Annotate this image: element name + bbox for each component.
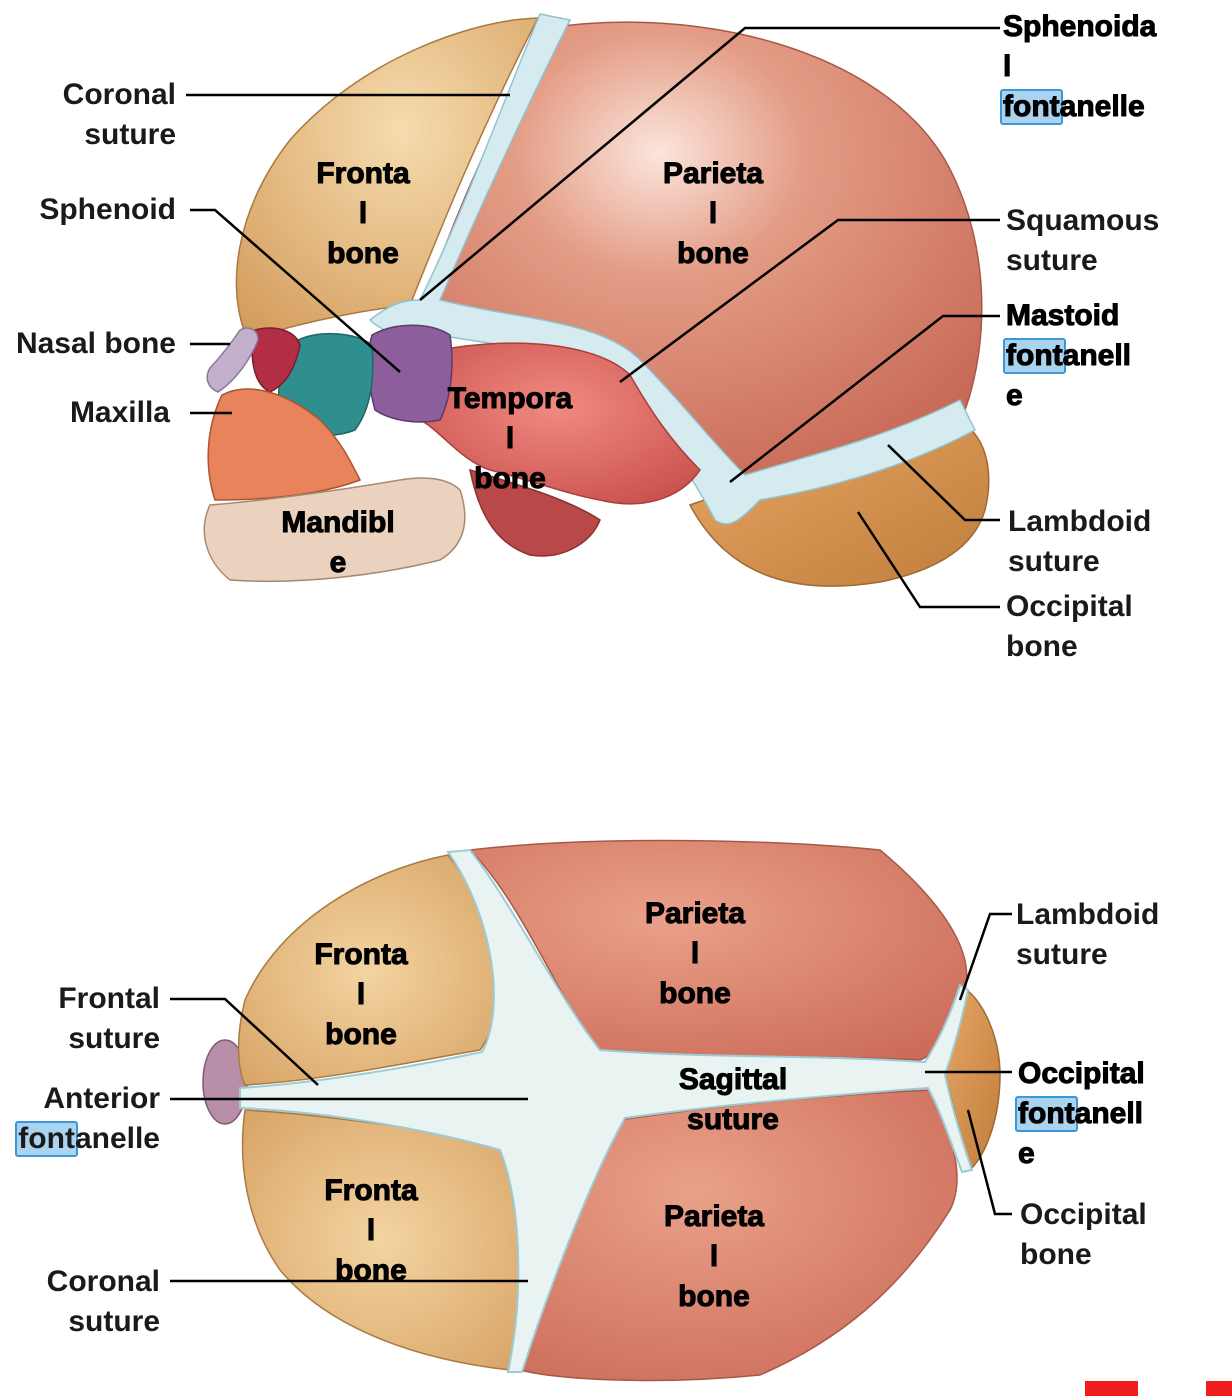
label-lambdoid-suture-superior: Lambdoid suture xyxy=(1016,898,1160,971)
label-lambdoid-suture-lateral: Lambdoid suture xyxy=(1008,505,1152,578)
label-sphenoidal-fontanelle: Sphenoida l fontanelle xyxy=(1000,7,1157,127)
bone-label-parietal-superior-top: Parieta l bone xyxy=(644,897,746,1011)
lateral-nasal-bone xyxy=(206,327,259,393)
highlight-font-anterior: font xyxy=(15,1119,78,1159)
leader-mastoid-fontanelle xyxy=(729,314,1000,483)
bone-label-temporal-lateral: Tempora l bone xyxy=(447,382,573,496)
superior-skull xyxy=(202,839,1001,1382)
highlight-font-occipital: font xyxy=(1015,1094,1078,1134)
bone-label-frontal-lateral: Fronta l bone xyxy=(316,157,410,271)
leader-sphenoidal-fontanelle xyxy=(419,26,1000,301)
leader-lambdoid-lateral xyxy=(887,444,1000,522)
label-frontal-suture: Frontal suture xyxy=(58,982,160,1055)
label-squamous-suture: Squamous suture xyxy=(1006,204,1160,277)
label-coronal-suture-lateral: Coronal suture xyxy=(62,78,176,151)
lateral-skull xyxy=(203,13,990,587)
leader-occipital-superior xyxy=(966,1109,1012,1216)
leader-frontal-suture xyxy=(170,997,319,1086)
label-occipital-bone-superior: Occipital bone xyxy=(1020,1198,1147,1271)
label-mastoid-fontanelle: Mastoid fontanell e xyxy=(1003,299,1132,413)
bone-label-parietal-superior-bottom: Parieta l bone xyxy=(663,1200,765,1314)
leader-lambdoid-superior xyxy=(958,912,1012,1001)
label-maxilla: Maxilla xyxy=(69,396,170,429)
lateral-temporal-process xyxy=(469,468,601,557)
lateral-mandible xyxy=(203,477,466,583)
label-anterior-fontanelle: Anterior fontanelle xyxy=(0,1079,160,1159)
red-marker-right xyxy=(1206,1381,1232,1396)
label-occipital-fontanelle: Occipital fontanell e xyxy=(1015,1057,1145,1171)
lateral-suture-band xyxy=(368,13,976,525)
leader-squamous xyxy=(619,218,1000,384)
leader-sphenoid xyxy=(190,208,401,373)
highlight-font-sphenoidal: font xyxy=(1000,87,1063,127)
lateral-orbit xyxy=(251,327,301,393)
red-marker-left xyxy=(1085,1381,1138,1396)
label-sphenoid: Sphenoid xyxy=(39,193,176,226)
label-occipital-bone-lateral: Occipital bone xyxy=(1006,590,1133,663)
label-nasal-bone: Nasal bone xyxy=(15,327,176,360)
lateral-maxilla xyxy=(207,388,362,501)
leader-occipital-lateral xyxy=(856,511,1000,609)
label-coronal-suture-superior: Coronal suture xyxy=(46,1265,160,1338)
superior-fontanelle-band xyxy=(239,848,974,1373)
bone-label-frontal-superior-top: Fronta l bone xyxy=(314,938,408,1052)
bone-label-sagittal-suture: Sagittal suture xyxy=(678,1063,788,1137)
highlight-font-mastoid: font xyxy=(1003,336,1066,376)
bone-label-mandible-lateral: Mandibl e xyxy=(281,506,395,580)
bone-label-parietal-lateral: Parieta l bone xyxy=(662,157,764,271)
bone-label-frontal-superior-bottom: Fronta l bone xyxy=(324,1174,418,1288)
